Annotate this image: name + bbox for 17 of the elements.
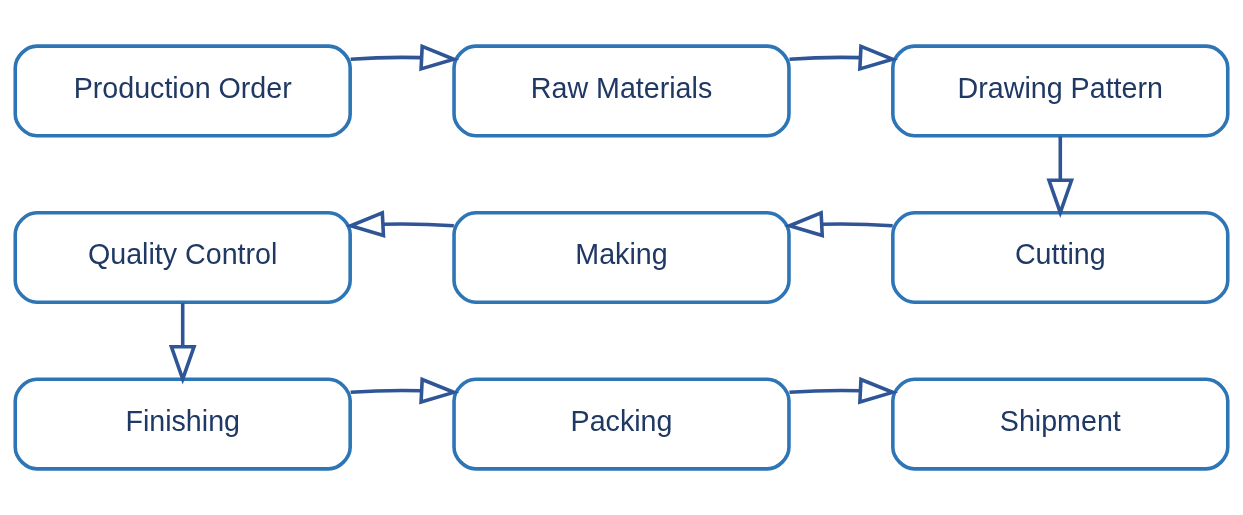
arrow (789, 376, 899, 405)
arrow (350, 43, 460, 72)
arrow (1046, 136, 1075, 218)
arrow (168, 302, 197, 385)
node-box: Packing (452, 377, 791, 471)
arrow (789, 43, 899, 72)
node-box: Making (452, 210, 791, 305)
node-box: Finishing (13, 377, 352, 471)
arrow (784, 210, 893, 238)
node-box: Production Order (13, 44, 352, 138)
node-box: Cutting (891, 210, 1230, 305)
node-box: Quality Control (13, 210, 352, 305)
node-box: Drawing Pattern (891, 44, 1230, 138)
node-box: Shipment (891, 377, 1230, 471)
node-box: Raw Materials (452, 44, 791, 138)
arrow (345, 210, 454, 238)
arrow (350, 376, 460, 405)
